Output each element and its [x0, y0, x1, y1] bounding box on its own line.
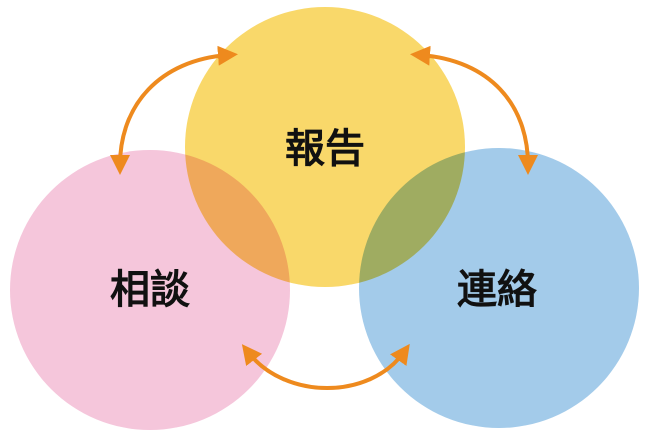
label-contact: 連絡: [457, 267, 538, 313]
arrow-bottom: [241, 343, 410, 390]
label-report: 報告: [285, 126, 365, 172]
arrow-top-right: [410, 45, 538, 175]
arrow-top-left: [110, 45, 238, 175]
circle-top: [185, 7, 465, 287]
label-consult: 相談: [110, 267, 190, 313]
